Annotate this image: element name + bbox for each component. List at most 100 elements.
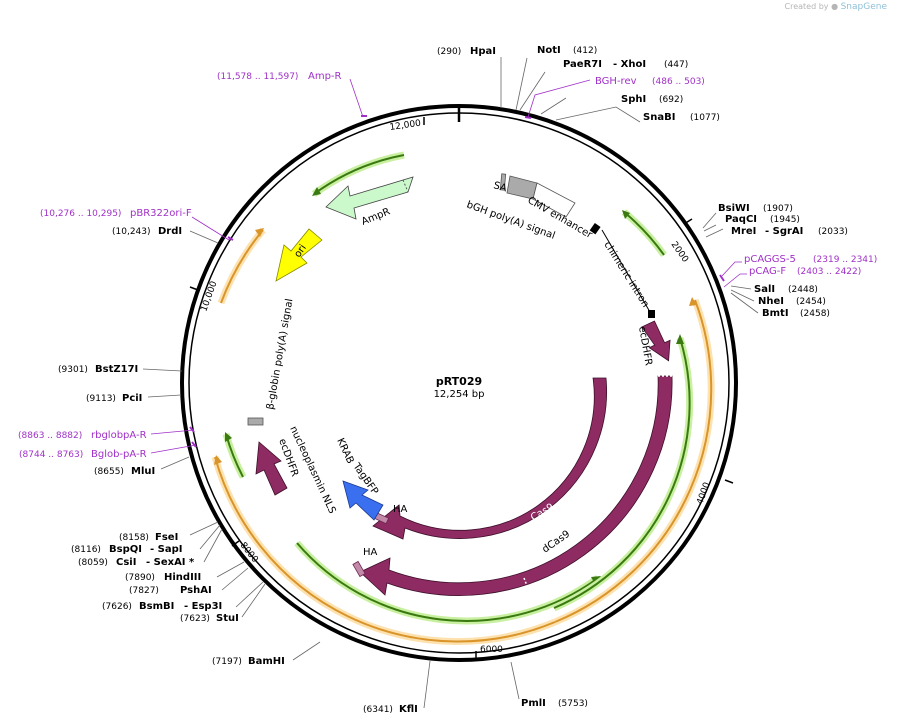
site-pmli: PmlI (521, 698, 546, 709)
site-bamhi: BamHI (248, 656, 285, 667)
site-pos-snabi: (1077) (690, 113, 720, 123)
primer-bgh-rev: BGH-rev (595, 76, 637, 87)
label-chimeric-intron: chimeric intron (601, 240, 650, 310)
orf-arc-left-orange (211, 456, 557, 645)
primer-bglob-pa-r: Bglob-pA-R (91, 449, 147, 460)
site-pos-stui: (7623) (180, 614, 210, 624)
feature-cas9 (372, 377, 607, 540)
primers: BGH-rev (486 .. 503) pCAGGS-5 (2319 .. 2… (18, 71, 877, 460)
primer-leader-pcag-f (723, 273, 747, 288)
primer-mark-pbr322ori-f (227, 236, 234, 241)
site-csii-suffix: - SexAI * (146, 557, 195, 568)
feature-tagbfp (342, 480, 384, 521)
label-ha-2: HA (363, 547, 378, 558)
site-bmti: BmtI (762, 308, 789, 319)
orf-arc-bottom-green-line (296, 542, 599, 622)
primer-range-pbr322ori-f: (10,276 .. 10,295) (40, 209, 121, 219)
label-ampr: AmpR (360, 206, 392, 227)
site-pos-noti: (412) (573, 46, 597, 56)
label-beta-globin: β-globin poly(A) signal (265, 298, 295, 411)
primer-range-pcaggs5: (2319 .. 2341) (813, 255, 877, 265)
site-bsiwi: BsiWI (718, 203, 750, 214)
site-sphi: SphI (621, 94, 646, 105)
primer-pbr322ori-f: pBR322ori-F (130, 208, 192, 219)
orf-arc-right-orange-line (554, 299, 713, 623)
restriction-sites: (290) HpaI NotI (412) PaeR7I - XhoI (447… (58, 45, 848, 715)
site-hpai: HpaI (470, 46, 496, 57)
primer-leader-bgh-rev (527, 79, 591, 118)
orf-arc-ori (217, 227, 266, 305)
site-nhei: NheI (758, 296, 784, 307)
snapgene-logo-icon: ● (831, 2, 839, 11)
feature-beta-globin-polya (247, 417, 264, 426)
site-pos-csii: (8059) (78, 558, 108, 568)
primer-leader-pbr322ori-f (191, 216, 230, 241)
orf-arrowhead-ecdhfr-left (225, 432, 232, 442)
site-pos-nhei: (2454) (796, 297, 826, 307)
site-pos-mrei: (2033) (818, 227, 848, 237)
primer-amp-r: Amp-R (308, 71, 342, 82)
site-pos-bsiwi: (1907) (763, 204, 793, 214)
site-mrei-suffix: - SgrAI (765, 226, 803, 237)
site-pos-pcii: (9113) (86, 394, 116, 404)
site-pos-sali: (2448) (788, 285, 818, 295)
feature-ha-2 (352, 560, 366, 578)
site-pos-drdi: (10,243) (112, 227, 151, 237)
orf-arc-amp-line (313, 154, 405, 195)
site-snabi: SnaBI (643, 112, 675, 123)
site-pos-mlui: (8655) (94, 467, 124, 477)
site-pos-pmli: (5753) (558, 699, 588, 709)
credit-brand: SnapGene (840, 2, 887, 12)
orf-arrowhead-right-green (676, 334, 684, 344)
site-pos-bamhi: (7197) (212, 657, 242, 667)
feature-labels: SA bGH poly(A) signal CMV enhancer chime… (265, 180, 654, 558)
site-stui: StuI (216, 613, 239, 624)
tick-label-10000: 10,000 (199, 280, 219, 313)
site-pos-bmti: (2458) (800, 309, 830, 319)
site-pcii: PciI (122, 393, 142, 404)
feature-chimeric-intron-end (648, 310, 655, 318)
plasmid-center: pRT029 12,254 bp (434, 375, 485, 400)
site-pos-pshai: (7827) (129, 586, 159, 596)
site-fsei: FseI (155, 532, 178, 543)
primer-range-pcag-f: (2403 .. 2422) (797, 267, 861, 277)
site-noti: NotI (537, 45, 561, 56)
feature-ori (275, 228, 323, 282)
site-kfli: KflI (399, 704, 418, 715)
site-pos-paer7i: (447) (664, 60, 688, 70)
tick-2000 (683, 218, 693, 225)
site-pos-bstz17i: (9301) (58, 365, 88, 375)
label-ha-1: HA (393, 504, 408, 515)
primer-mark-bgh-rev (524, 116, 532, 119)
feature-ampr (325, 176, 414, 220)
intron-line (601, 229, 651, 313)
orf-arc-left-orange-line (214, 456, 556, 643)
orf-arrowhead-left-orange (214, 455, 222, 465)
site-pos-hindiii: (7890) (125, 573, 155, 583)
orf-arc-right-green-line (553, 337, 691, 609)
feature-cmv-enhancer (532, 182, 576, 218)
primer-leader-amp-r (349, 78, 364, 118)
primer-range-bglob-pa-r: (8744 .. 8763) (19, 450, 83, 460)
site-pos-paqci: (1945) (770, 215, 800, 225)
primer-range-amp-r: (11,578 .. 11,597) (217, 72, 298, 82)
primer-mark-pcaggs5 (719, 274, 725, 282)
tick-4000 (724, 479, 734, 484)
primer-mark-rbglobpa-r (189, 426, 195, 433)
site-drdi: DrdI (158, 226, 182, 237)
feature-chimeric-intron (589, 223, 601, 235)
plasmid-name: pRT029 (436, 375, 482, 388)
primer-range-bgh-rev: (486 .. 503) (652, 77, 705, 87)
site-paer7i: PaeR7I (563, 59, 602, 70)
site-pos-hpai: (290) (437, 47, 461, 57)
primer-leader-bglob-pa-r (150, 444, 197, 454)
primer-leader-rbglobpa-r (150, 429, 195, 435)
site-bstz17i: BstZ17I (95, 364, 138, 375)
features (247, 173, 673, 596)
primer-rbglobpa-r: rbglobpA-R (91, 430, 147, 441)
tick-10000 (189, 286, 199, 291)
label-sa: SA (492, 180, 508, 194)
site-bspqi-suffix: - SapI (150, 544, 182, 555)
site-bsmbi-suffix: - Esp3I (184, 601, 222, 612)
orf-tracks (211, 151, 715, 645)
